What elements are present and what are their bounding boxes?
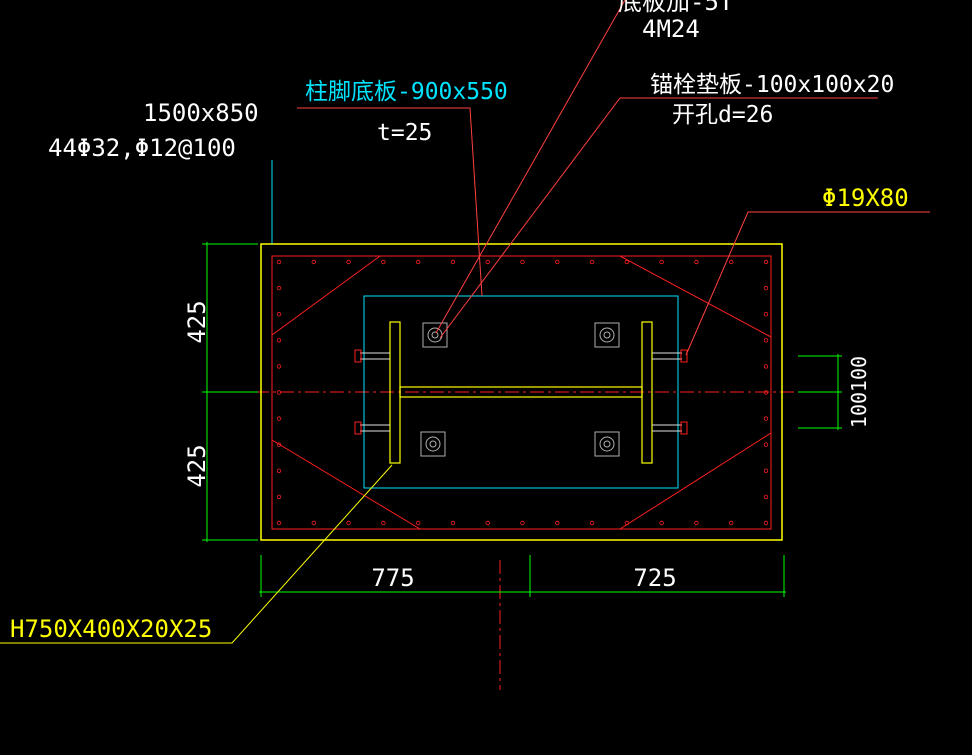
- rebar-dot: [694, 259, 699, 265]
- column-outline: [260, 243, 783, 541]
- rebar-dot: [276, 285, 282, 291]
- web: [399, 386, 643, 398]
- rebar-dot: [659, 520, 664, 526]
- leader-steel-section: [0, 464, 393, 644]
- rebar-dot: [589, 520, 595, 526]
- diagonal-ties: [271, 255, 772, 530]
- label-anchor-bolt-spec: 底板加-5T: [618, 0, 733, 16]
- rebar-dot: [311, 520, 316, 526]
- rebar-dot: [276, 338, 282, 343]
- rebar-dot: [381, 520, 386, 526]
- rebar-dot: [520, 259, 525, 265]
- rebar-dot: [520, 520, 525, 526]
- dim-left-upper: 425: [183, 300, 211, 343]
- label-shear-stud: Φ19X80: [822, 184, 909, 212]
- dim-left-lower: 425: [183, 444, 211, 487]
- leader-anchor-bolt-a: [435, 0, 626, 334]
- anchor-bolt-top-left: [422, 322, 448, 348]
- stud-right-top: [652, 349, 688, 363]
- rebar-dot: [381, 259, 386, 265]
- rebar-dot: [763, 364, 769, 369]
- rebar-dot: [555, 520, 560, 526]
- label-base-plate-thickness: t=25: [377, 120, 432, 146]
- label-base-plate: 柱脚底板-900x550: [305, 79, 508, 105]
- rebar-dot: [276, 520, 282, 526]
- rebar-dot: [276, 390, 282, 395]
- anchor-bolt-top-right: [594, 322, 620, 348]
- anchor-bolts: [420, 322, 620, 457]
- rebar-dot: [276, 494, 282, 500]
- tie-bottom-left: [271, 439, 421, 530]
- rebar-dot: [763, 520, 769, 526]
- rebar-dot: [415, 259, 421, 265]
- tie-top-right: [619, 255, 772, 338]
- stud-left-bottom: [354, 421, 390, 435]
- shear-studs: [354, 349, 688, 435]
- rebar-dot: [659, 259, 664, 265]
- dim-bottom-right: 725: [633, 564, 676, 592]
- label-washer-plate: 锚栓垫板-100x100x20: [650, 72, 894, 98]
- tie-top-left: [271, 255, 381, 336]
- rebar-dot: [276, 259, 282, 265]
- rebar-dot: [485, 259, 490, 265]
- rebar-dot: [763, 494, 769, 500]
- rebar-dot: [589, 259, 595, 265]
- h-steel-section: [389, 321, 653, 464]
- rebar-dot: [624, 259, 630, 265]
- leader-shear-stud: [685, 211, 930, 356]
- centerlines: [255, 391, 800, 690]
- rebar-dot: [346, 259, 351, 265]
- leader-base-plate: [297, 107, 483, 297]
- base-plate: [363, 295, 679, 489]
- dimensions: [202, 242, 842, 597]
- anchor-bolt-bottom-right: [594, 431, 620, 457]
- rebar-dot: [729, 259, 734, 265]
- rebar-dot: [311, 259, 316, 265]
- anchor-bolt-bottom-left: [420, 431, 446, 457]
- leader-washer-plate: [439, 97, 878, 339]
- label-washer-hole: 开孔d=26: [672, 102, 773, 128]
- rebar-dot: [763, 338, 769, 343]
- rebar-dot: [276, 416, 282, 421]
- rebar-dot: [763, 468, 769, 473]
- stud-left-top: [354, 349, 390, 363]
- leaders: [0, 0, 930, 644]
- rebar-dot: [415, 520, 421, 526]
- rebar-dot: [624, 520, 630, 526]
- rebar-dot: [694, 520, 699, 526]
- rebar-dot: [276, 468, 282, 473]
- rebar-dot: [276, 364, 282, 369]
- label-column-rebar: 44Φ32,Φ12@100: [48, 134, 236, 162]
- rebar-dot: [763, 312, 769, 317]
- label-column-size: 1500x850: [143, 99, 259, 127]
- label-steel-section: H750X400X20X25: [10, 615, 212, 643]
- rebar-dot: [763, 285, 769, 291]
- rebar-dot: [276, 442, 282, 447]
- rebar-dot: [346, 520, 351, 526]
- rebar-dot: [276, 312, 282, 317]
- rebar-dots: [276, 259, 769, 526]
- rebar-dot: [763, 390, 769, 395]
- rebar-dot: [729, 520, 734, 526]
- dim-right-lower: 100: [847, 392, 871, 428]
- rebar-dot: [450, 520, 456, 526]
- dim-bottom-left: 775: [371, 564, 414, 592]
- rebar-dot: [450, 259, 456, 265]
- tie-bottom-right: [619, 432, 772, 530]
- stirrup-outline: [271, 255, 772, 530]
- rebar-dot: [763, 442, 769, 447]
- stud-right-bottom: [652, 421, 688, 435]
- rebar-dot: [763, 416, 769, 421]
- dim-right-upper: 100: [847, 356, 871, 392]
- label-anchor-bolt-count: 4M24: [642, 15, 700, 43]
- rebar-dot: [485, 520, 490, 526]
- rebar-dot: [763, 259, 769, 265]
- rebar-dot: [555, 259, 560, 265]
